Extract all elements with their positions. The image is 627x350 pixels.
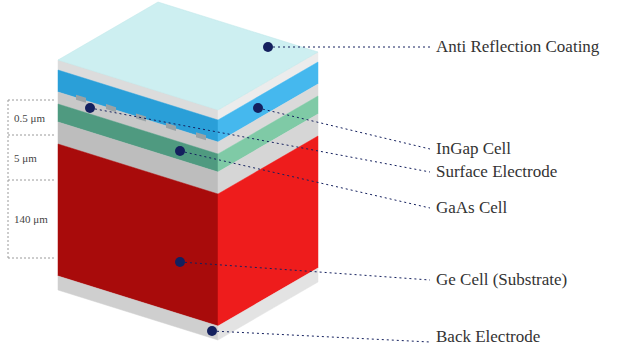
leader-line xyxy=(180,262,430,280)
part-label: InGap Cell xyxy=(436,140,511,159)
electrode-finger xyxy=(196,132,206,140)
leader-lines xyxy=(85,42,430,342)
dimension-label: 140 μm xyxy=(14,213,48,225)
back-electrode-layer xyxy=(58,276,218,340)
ge-layer xyxy=(58,144,218,326)
leader-line xyxy=(258,108,430,149)
leader-dot xyxy=(207,326,217,336)
back-electrode-layer xyxy=(218,268,318,340)
dimension-bracket xyxy=(8,100,54,258)
top-face xyxy=(58,2,318,110)
leader-line xyxy=(268,47,430,48)
leader-dot xyxy=(85,103,95,113)
leader-dot xyxy=(253,103,263,113)
leader-line xyxy=(90,108,430,172)
dimension-label: 5 μm xyxy=(14,152,37,164)
leader-line xyxy=(180,151,430,208)
leader-dot xyxy=(263,42,273,52)
leader-dot xyxy=(175,257,185,267)
leader-dot xyxy=(175,146,185,156)
dimension-label: 0.5 μm xyxy=(14,112,45,124)
electrode-finger xyxy=(76,95,86,103)
part-label: Surface Electrode xyxy=(436,163,557,182)
leader-line xyxy=(212,331,430,342)
part-label: GaAs Cell xyxy=(436,199,507,218)
electrode-finger xyxy=(106,104,116,112)
part-label: Back Electrode xyxy=(436,328,540,347)
part-label: Ge Cell (Substrate) xyxy=(436,271,567,290)
part-label: Anti Reflection Coating xyxy=(436,38,599,57)
layer-stack xyxy=(58,2,318,340)
